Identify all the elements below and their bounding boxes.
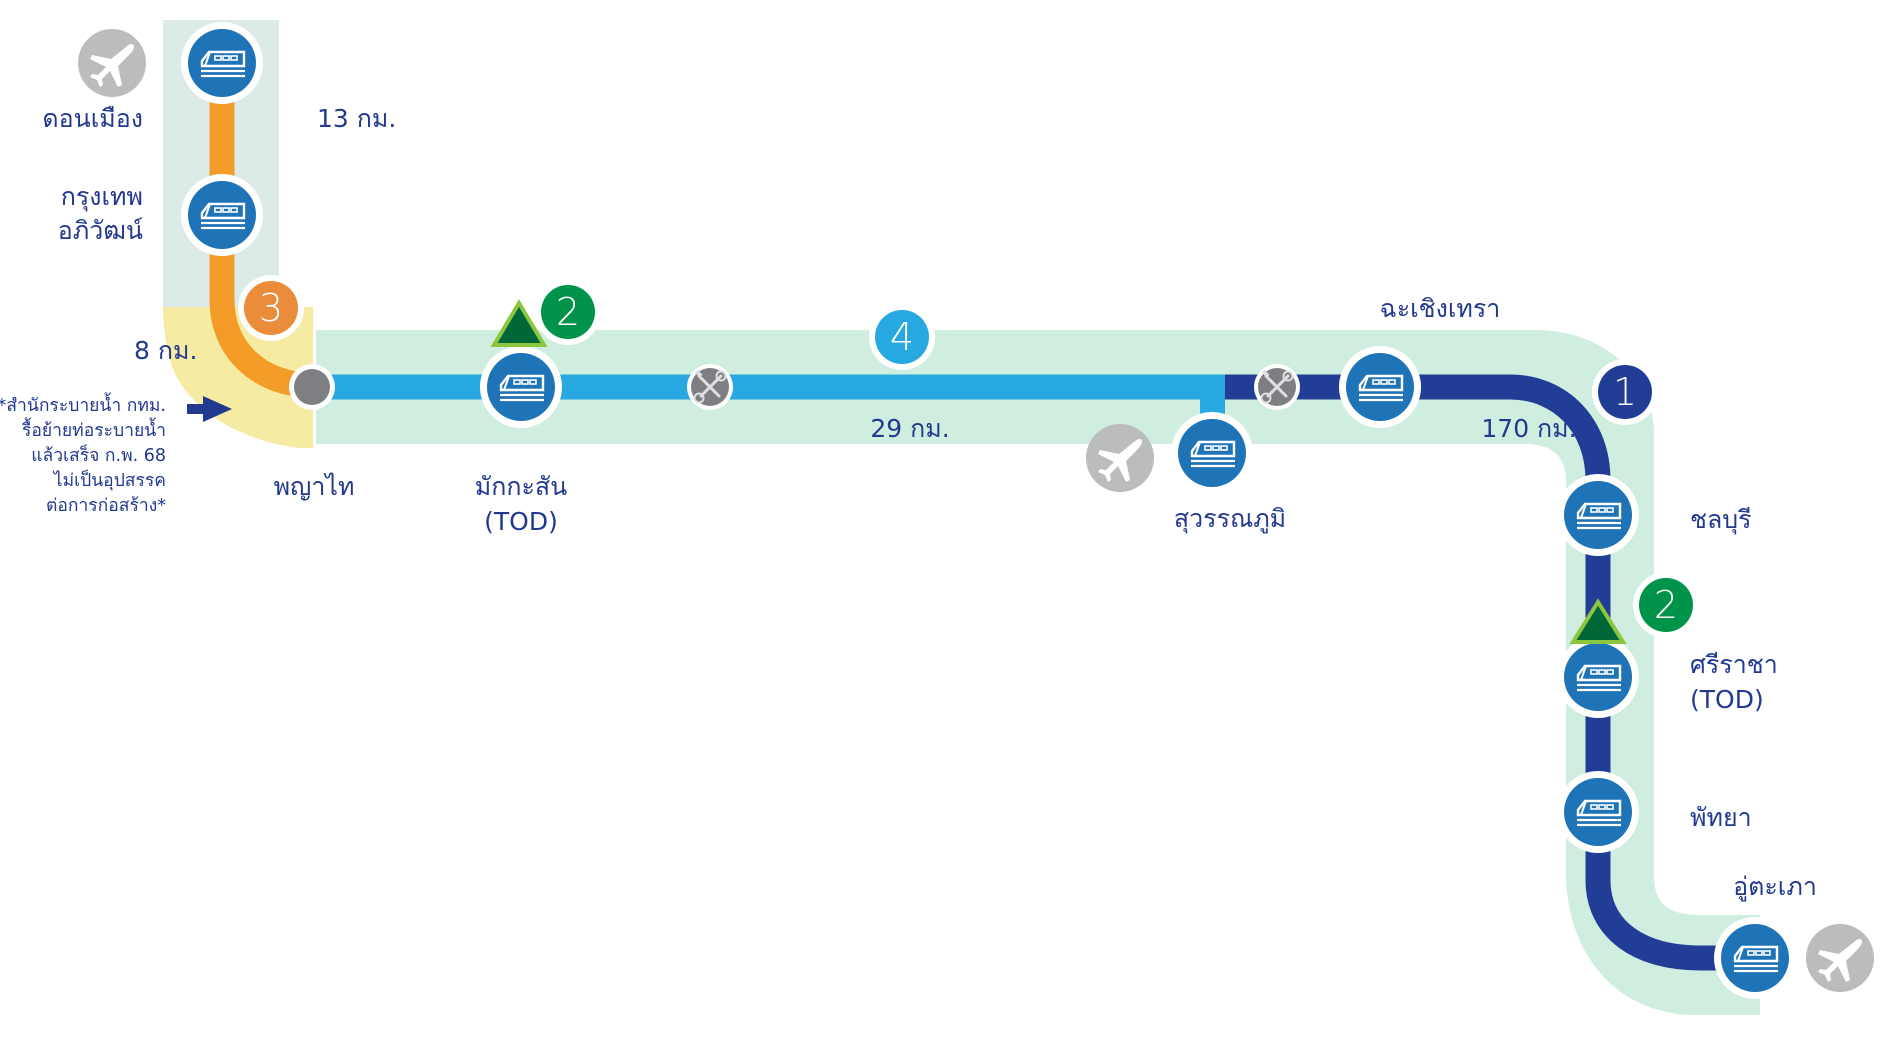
- maintenance-marker-airport-link[interactable]: [687, 364, 733, 410]
- note-line-5: ต่อการก่อสร้าง*: [45, 496, 166, 516]
- station-label-si-racha-2: (TOD): [1690, 685, 1764, 714]
- station-label-bangkok-aphiwat-2: อภิวัฒน์: [57, 216, 143, 245]
- station-chachoengsao[interactable]: [1339, 346, 1421, 428]
- distance-label-8km: 8 กม.: [134, 336, 198, 365]
- section-badge-3: 3: [238, 275, 304, 341]
- note-line-3: แล้วเสร็จ ก.พ. 68: [31, 446, 166, 466]
- station-si-racha[interactable]: [1557, 636, 1639, 718]
- triangle-icon: [1569, 598, 1627, 644]
- section-badge-1: 1: [1592, 359, 1658, 425]
- svg-text:2: 2: [1654, 583, 1678, 627]
- svg-text:4: 4: [890, 315, 914, 359]
- phaya-thai-junction[interactable]: [289, 364, 335, 410]
- section-badge-2-si-racha: 2: [1633, 572, 1699, 638]
- note-line-1: *สำนักระบายน้ำ กทม.: [0, 396, 166, 416]
- station-label-chonburi: ชลบุรี: [1690, 505, 1752, 534]
- triangle-icon: [490, 299, 548, 347]
- maintenance-marker-main[interactable]: [1254, 364, 1300, 410]
- airport-u-tapao[interactable]: [1806, 924, 1874, 992]
- station-suvarnabhumi[interactable]: [1171, 412, 1253, 494]
- station-label-bangkok-aphiwat-1: กรุงเทพ: [60, 182, 143, 211]
- arrow-right-icon: [187, 396, 232, 422]
- note-line-4: ไม่เป็นอุปสรรค: [53, 471, 166, 491]
- note-line-2: รื้อย้ายท่อระบายน้ำ: [21, 421, 166, 441]
- distance-label-29km: 29 กม.: [870, 414, 950, 443]
- junction-dot-icon: [294, 369, 330, 405]
- station-bangkok-aphiwat[interactable]: [181, 174, 263, 256]
- station-label-suvarnabhumi: สุวรรณภูมิ: [1173, 504, 1287, 533]
- distance-label-13km: 13 กม.: [317, 104, 397, 133]
- section-badge-2-makkasan: 2: [535, 279, 601, 345]
- station-u-tapao[interactable]: [1714, 917, 1796, 999]
- station-label-don-mueang: ดอนเมือง: [42, 104, 143, 133]
- section-badge-4: 4: [869, 304, 935, 370]
- station-label-chachoengsao: ฉะเชิงเทรา: [1379, 294, 1501, 323]
- station-chonburi[interactable]: [1557, 474, 1639, 556]
- station-label-pattaya: พัทยา: [1690, 803, 1752, 832]
- station-label-si-racha-1: ศรีราชา: [1690, 650, 1778, 679]
- svg-text:1: 1: [1613, 370, 1637, 414]
- svg-text:2: 2: [556, 290, 580, 334]
- airport-suvarnabhumi[interactable]: [1086, 424, 1154, 492]
- dark-blue-line: [1225, 374, 1755, 971]
- airport-don-mueang[interactable]: [78, 29, 146, 97]
- station-makkasan[interactable]: [480, 346, 562, 428]
- station-pattaya[interactable]: [1557, 771, 1639, 853]
- yellow-section-band: [163, 307, 313, 448]
- station-label-phaya-thai: พญาไท: [273, 472, 355, 501]
- station-label-makkasan-1: มักกะสัน: [474, 472, 568, 501]
- svg-text:3: 3: [259, 286, 283, 330]
- distance-label-170km: 170 กม.: [1481, 414, 1577, 443]
- station-label-makkasan-2: (TOD): [484, 507, 558, 536]
- station-don-mueang[interactable]: [181, 22, 263, 104]
- station-label-u-tapao: อู่ตะเภา: [1733, 872, 1817, 901]
